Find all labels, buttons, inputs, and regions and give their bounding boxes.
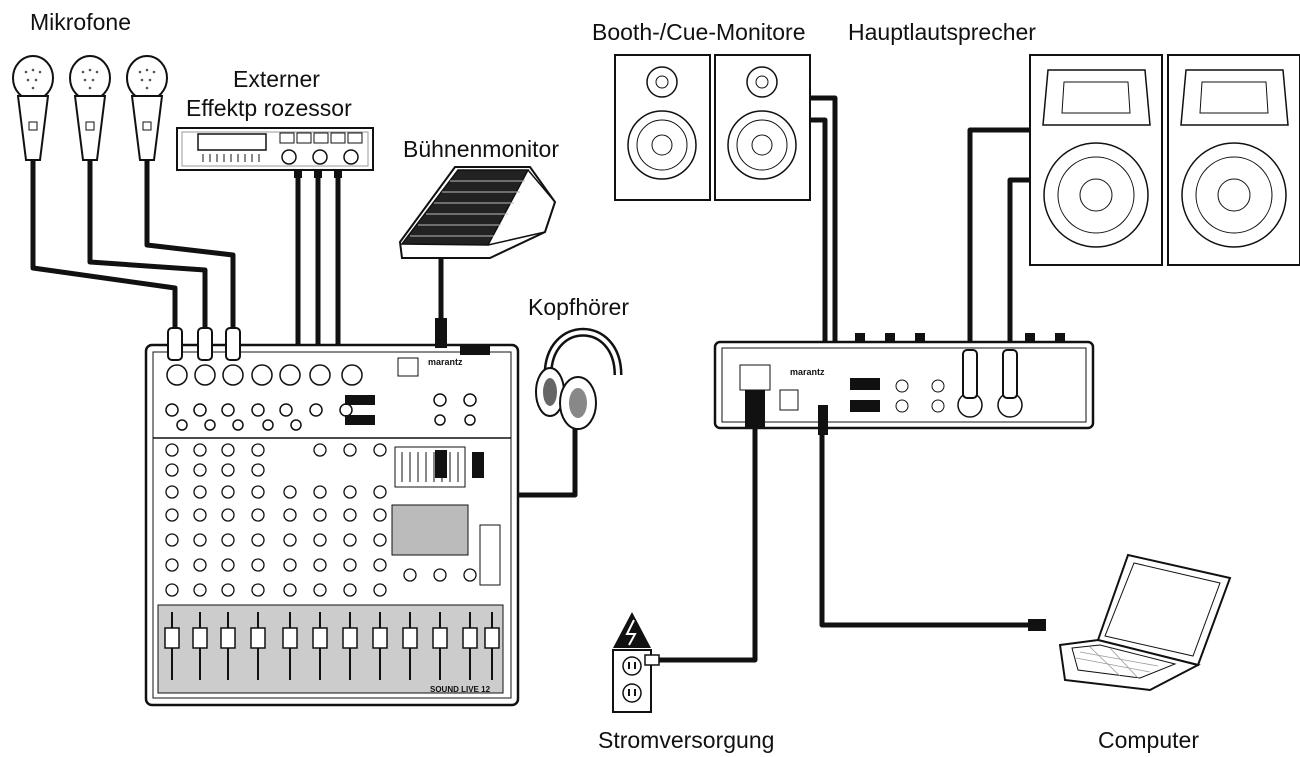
cable-main-right	[1007, 177, 1033, 358]
booth-monitor-left	[614, 54, 711, 201]
mixer-brand: marantz	[428, 357, 463, 367]
label-computer: Computer	[1098, 727, 1199, 753]
rear-panel: marantz	[713, 333, 1095, 435]
main-speaker-right	[1167, 54, 1300, 266]
cable-power	[652, 417, 758, 663]
label-main-speakers: Hauptlautsprecher	[848, 19, 1036, 45]
power-outlet	[612, 612, 660, 713]
microphone-1	[12, 55, 54, 161]
label-headphones: Kopfhörer	[528, 294, 630, 320]
effects-processor	[176, 127, 374, 178]
rear-panel-brand: marantz	[790, 367, 825, 377]
cable-usb	[819, 427, 1033, 628]
cable-mic1	[30, 157, 178, 333]
label-microphones: Mikrofone	[30, 9, 131, 35]
cable-mic2	[87, 157, 208, 333]
laptop-computer	[1028, 553, 1232, 692]
headphones-device	[535, 327, 623, 430]
microphone-2	[69, 55, 111, 161]
mixer-model: SOUND LIVE 12	[430, 685, 491, 694]
label-stage-monitor: Bühnenmonitor	[403, 136, 559, 162]
label-fx-processor-line1: Externer	[233, 66, 320, 92]
microphone-3	[126, 55, 168, 161]
booth-monitor-right	[714, 54, 811, 201]
main-speaker-left	[1029, 54, 1163, 266]
cable-booth-left	[807, 95, 858, 386]
mixer: marantz SOUND LIVE 12	[144, 318, 520, 707]
cable-mic3	[144, 157, 236, 333]
stage-monitor	[398, 166, 557, 259]
cable-main-left	[967, 127, 1033, 358]
label-power-supply: Stromversorgung	[598, 727, 775, 753]
label-booth-cue-monitors: Booth-/Cue-Monitore	[592, 19, 806, 45]
label-fx-processor-line2: Effektp rozessor	[186, 95, 352, 121]
